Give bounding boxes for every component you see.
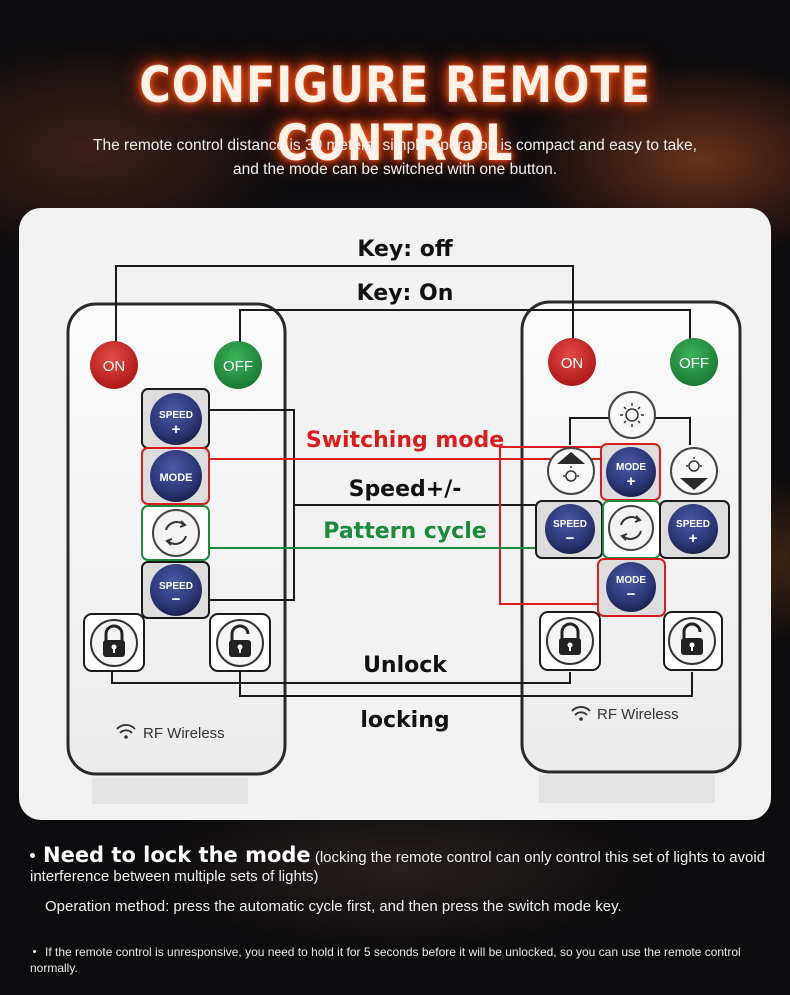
brightness-up-icon xyxy=(557,452,585,482)
left-unlock-icon xyxy=(103,624,125,657)
right-mode-plus-sign: + xyxy=(627,473,636,490)
left-off-label: OFF xyxy=(223,358,253,375)
right-cycle-icon xyxy=(620,515,642,541)
left-cycle-button[interactable] xyxy=(152,509,200,557)
right-speed-plus-sign: + xyxy=(689,530,698,547)
bullet-dot xyxy=(30,853,35,859)
left-cycle-icon xyxy=(165,520,187,546)
pattern-cycle-label: Pattern cycle xyxy=(323,519,486,544)
right-mode-minus-text: MODE xyxy=(616,575,646,586)
left-remote-reflection xyxy=(92,778,248,804)
operation-method: Operation method: press the automatic cy… xyxy=(45,898,622,915)
mode-minus-line xyxy=(499,447,601,605)
left-brand-label: RF Wireless xyxy=(143,725,225,742)
right-mode-plus-text: MODE xyxy=(616,462,646,473)
left-speed-plus-sign: + xyxy=(172,421,181,438)
left-on-button[interactable] xyxy=(90,341,138,389)
unlock-line xyxy=(111,672,571,684)
right-off-button[interactable] xyxy=(670,338,718,386)
right-mode-plus-button[interactable] xyxy=(606,447,656,497)
right-on-button[interactable] xyxy=(548,338,596,386)
unresponsive-note: If the remote control is unresponsive, y… xyxy=(30,944,770,976)
key-on-line xyxy=(239,309,691,345)
lock-mode-title: Need to lock the mode xyxy=(43,843,311,867)
right-speed-plus-button[interactable] xyxy=(668,504,718,554)
right-mode-minus-sign: − xyxy=(627,586,636,603)
right-remote-reflection xyxy=(539,775,715,803)
key-off-label: Key: off xyxy=(357,237,453,262)
left-speed-plus-button[interactable] xyxy=(150,393,202,445)
lock-mode-section: Need to lock the mode (locking the remot… xyxy=(30,843,770,886)
locking-label: locking xyxy=(360,708,449,733)
right-off-label: OFF xyxy=(679,355,709,372)
left-off-button[interactable] xyxy=(214,341,262,389)
right-lock-icon xyxy=(681,622,703,655)
left-lock-icon xyxy=(229,624,251,657)
right-speed-minus-sign: − xyxy=(566,530,575,547)
speed-label: Speed+/- xyxy=(349,477,462,502)
brightness-down-icon xyxy=(680,457,708,490)
left-speed-minus-button[interactable] xyxy=(150,564,202,616)
unresponsive-note-text: If the remote control is unresponsive, y… xyxy=(30,945,741,975)
key-on-label: Key: On xyxy=(357,281,454,306)
right-mode-minus-button[interactable] xyxy=(606,562,656,612)
right-brightness-button[interactable] xyxy=(608,391,656,439)
right-speed-plus-text: SPEED xyxy=(676,519,710,530)
right-on-label: ON xyxy=(561,355,584,372)
key-off-line xyxy=(115,265,574,345)
switching-mode-label: Switching mode xyxy=(306,428,504,453)
right-unlock-icon xyxy=(559,622,581,655)
note-bullet-dot xyxy=(33,949,36,953)
left-on-label: ON xyxy=(103,358,126,375)
page-subtitle: The remote control distance is 30 meters… xyxy=(40,134,750,182)
lock-mode-description: (locking the remote control can only con… xyxy=(30,849,766,885)
unlock-label: Unlock xyxy=(363,653,448,678)
right-speed-minus-button[interactable] xyxy=(545,504,595,554)
left-mode-text: MODE xyxy=(160,472,193,484)
subtitle-line-2: and the mode can be switched with one bu… xyxy=(233,161,557,178)
left-wifi-icon xyxy=(116,724,136,739)
left-speed-minus-sign: − xyxy=(172,591,181,608)
locking-line xyxy=(239,672,693,697)
left-mode-button[interactable] xyxy=(150,450,202,502)
right-brand-label: RF Wireless xyxy=(597,706,679,723)
left-speed-minus-text: SPEED xyxy=(159,581,193,592)
sun-icon xyxy=(620,403,644,427)
right-cycle-button[interactable] xyxy=(608,505,654,551)
right-speed-minus-text: SPEED xyxy=(553,519,587,530)
right-wifi-icon xyxy=(571,706,591,721)
left-speed-plus-text: SPEED xyxy=(159,410,193,421)
page-title: CONFIGURE REMOTE CONTROL xyxy=(139,56,651,172)
subtitle-line-1: The remote control distance is 30 meters… xyxy=(93,137,697,154)
